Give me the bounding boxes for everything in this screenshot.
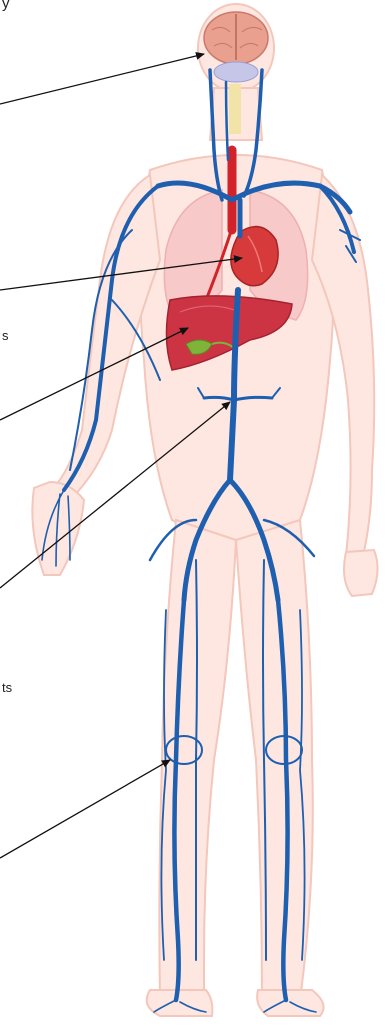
cropped-label-3: ts (2, 681, 12, 694)
arrow-to-knee (0, 760, 170, 858)
spinal-cord (229, 84, 241, 134)
brain-icon (204, 12, 268, 82)
left-hand (344, 550, 378, 596)
body-silhouette (32, 4, 377, 1016)
cropped-label-2: s (2, 329, 9, 342)
arrow-to-brain (0, 54, 204, 104)
cropped-label-1: y (2, 0, 10, 11)
right-hand (32, 482, 84, 575)
